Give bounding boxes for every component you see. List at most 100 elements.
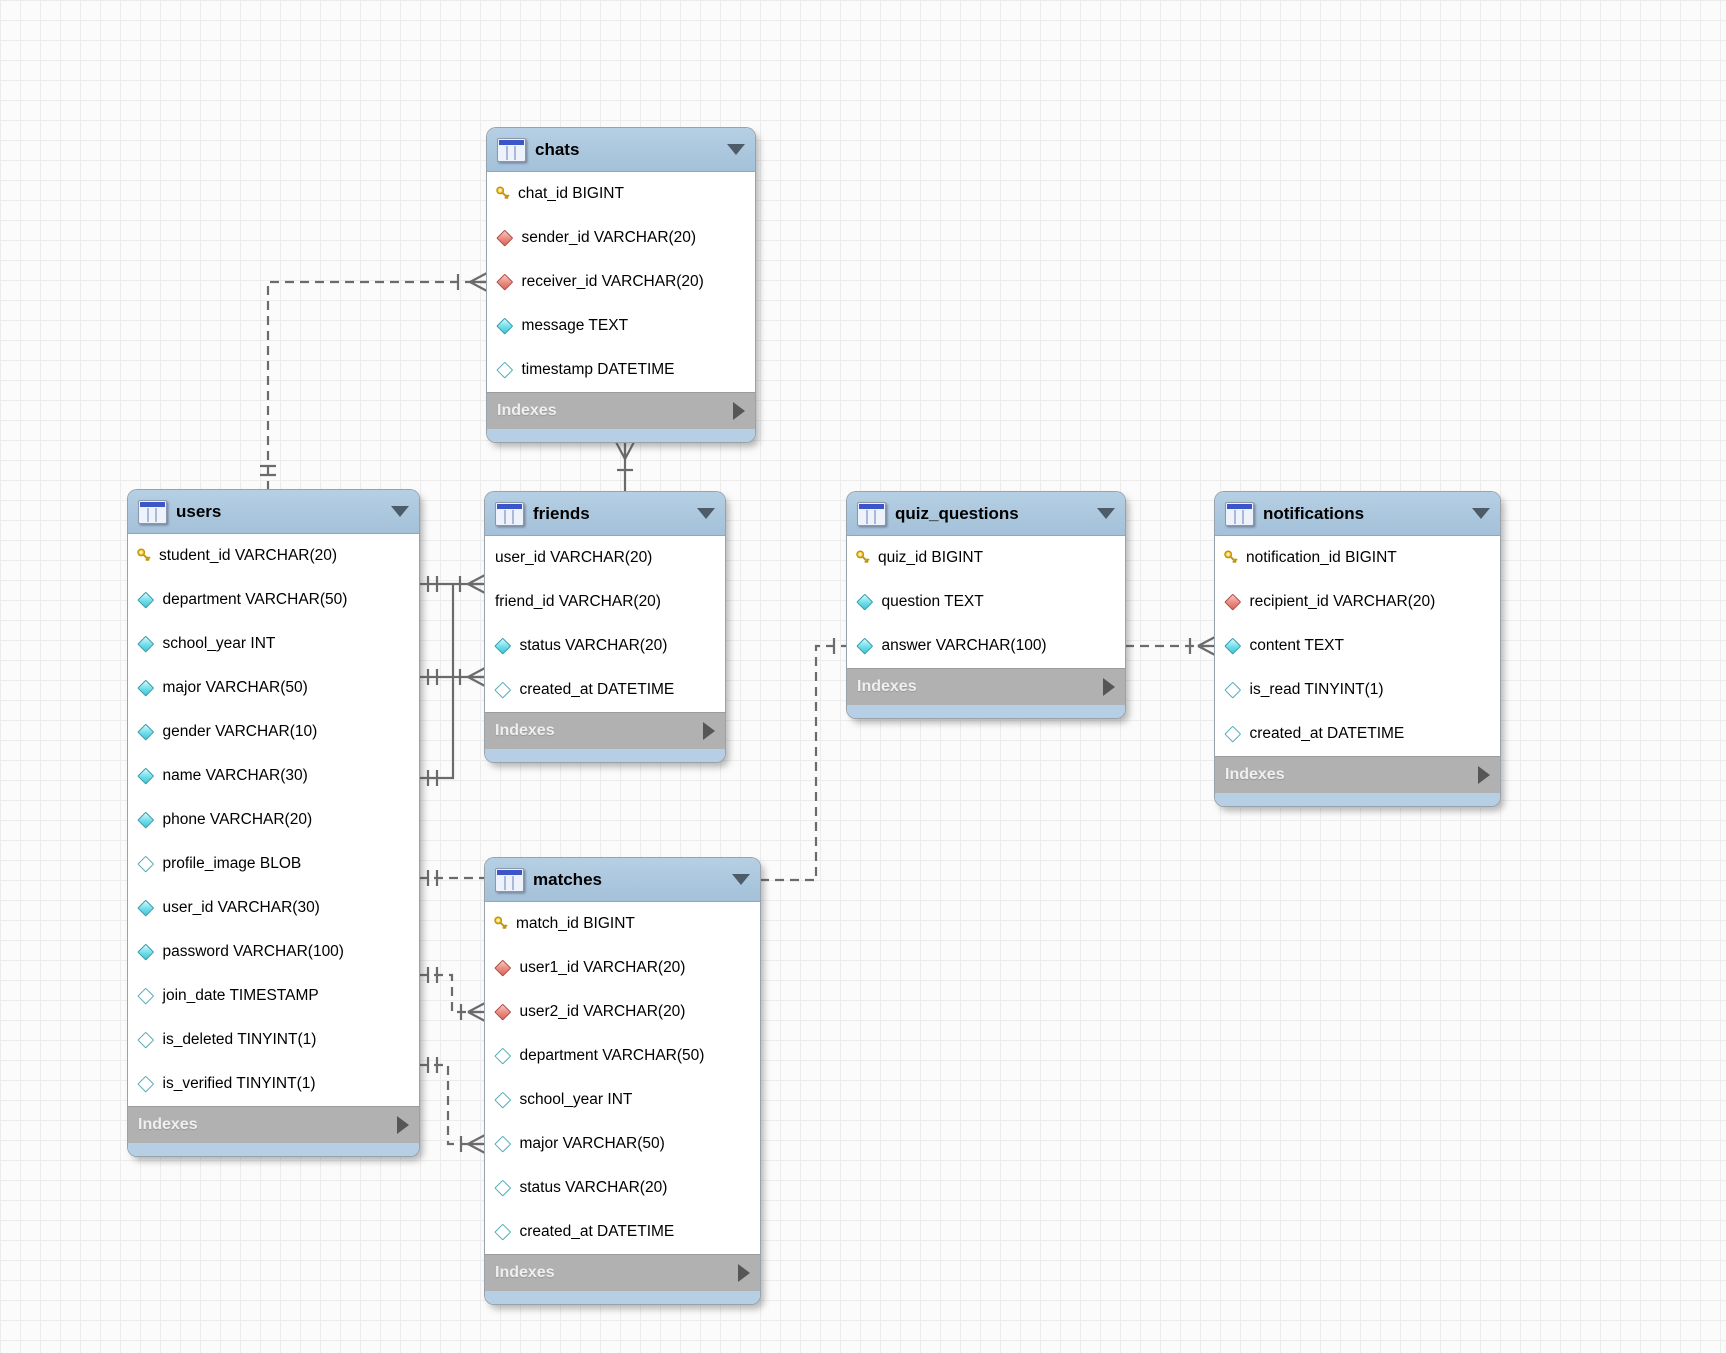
column-row-is_read[interactable]: is_read TINYINT(1)	[1215, 668, 1500, 712]
nullable-column-diamond-icon	[496, 361, 513, 379]
collapse-arrow-icon[interactable]	[1472, 508, 1490, 519]
table-header-quiz_questions[interactable]: quiz_questions	[847, 492, 1125, 536]
indexes-label: Indexes	[497, 402, 557, 419]
relationship-matches-quiz[interactable]	[760, 638, 847, 882]
column-row-major[interactable]: major VARCHAR(50)	[128, 666, 419, 710]
table-matches[interactable]: matches match_id BIGINT user1_id VARCHAR(2…	[485, 858, 760, 1304]
relationship-quiz-notifications[interactable]	[1125, 636, 1216, 656]
column-row-question[interactable]: question TEXT	[847, 580, 1125, 624]
expand-arrow-icon[interactable]	[397, 1116, 409, 1134]
collapse-arrow-icon[interactable]	[727, 144, 745, 155]
indexes-label: Indexes	[495, 722, 555, 739]
column-label: profile_image BLOB	[162, 855, 302, 872]
expand-arrow-icon[interactable]	[1103, 678, 1115, 696]
column-row-created_at[interactable]: created_at DATETIME	[485, 668, 725, 712]
column-label: school_year INT	[162, 635, 276, 652]
relationship-users-matches-major[interactable]	[419, 1057, 486, 1154]
relationship-users-bus[interactable]	[419, 584, 455, 786]
column-row-recipient_id[interactable]: recipient_id VARCHAR(20)	[1215, 580, 1500, 624]
collapse-arrow-icon[interactable]	[697, 508, 715, 519]
column-row-created_at[interactable]: created_at DATETIME	[1215, 712, 1500, 756]
column-row-sender_id[interactable]: sender_id VARCHAR(20)	[487, 216, 755, 260]
primary-key-icon	[1223, 550, 1239, 566]
indexes-bar[interactable]: Indexes	[485, 712, 725, 749]
column-row-chat_id[interactable]: chat_id BIGINT	[487, 172, 755, 216]
column-row-user_id[interactable]: user_id VARCHAR(30)	[128, 886, 419, 930]
column-row-notification_id[interactable]: notification_id BIGINT	[1215, 536, 1500, 580]
column-label: chat_id BIGINT	[518, 185, 624, 202]
column-row-school_year[interactable]: school_year INT	[128, 622, 419, 666]
relationship-chats-friends[interactable]	[615, 441, 635, 492]
indexes-bar[interactable]: Indexes	[487, 392, 755, 429]
column-row-answer[interactable]: answer VARCHAR(100)	[847, 624, 1125, 668]
column-row-phone[interactable]: phone VARCHAR(20)	[128, 798, 419, 842]
column-row-student_id[interactable]: student_id VARCHAR(20)	[128, 534, 419, 578]
expand-arrow-icon[interactable]	[703, 722, 715, 740]
table-icon	[495, 501, 524, 526]
column-label: gender VARCHAR(10)	[162, 723, 318, 740]
column-row-name[interactable]: name VARCHAR(30)	[128, 754, 419, 798]
notnull-column-diamond-icon	[137, 635, 154, 653]
column-label: match_id BIGINT	[516, 915, 635, 932]
table-header-notifications[interactable]: notifications	[1215, 492, 1500, 536]
notnull-column-diamond-icon	[856, 593, 873, 611]
relationship-users-matches-title[interactable]	[419, 870, 485, 886]
column-row-user1_id[interactable]: user1_id VARCHAR(20)	[485, 946, 760, 990]
column-row-content[interactable]: content TEXT	[1215, 624, 1500, 668]
column-row-department[interactable]: department VARCHAR(50)	[485, 1034, 760, 1078]
column-row-is_deleted[interactable]: is_deleted TINYINT(1)	[128, 1018, 419, 1062]
column-row-quiz_id[interactable]: quiz_id BIGINT	[847, 536, 1125, 580]
table-header-friends[interactable]: friends	[485, 492, 725, 536]
column-row-major[interactable]: major VARCHAR(50)	[485, 1122, 760, 1166]
table-icon	[495, 867, 524, 892]
column-label: user_id VARCHAR(30)	[162, 899, 320, 916]
nullable-column-diamond-icon	[494, 1223, 511, 1241]
notnull-column-diamond-icon	[137, 679, 154, 697]
column-label: recipient_id VARCHAR(20)	[1249, 593, 1436, 610]
column-row-password[interactable]: password VARCHAR(100)	[128, 930, 419, 974]
relationship-users-chats[interactable]	[260, 272, 488, 490]
relationship-users-matches-user2[interactable]	[419, 967, 486, 1022]
column-row-department[interactable]: department VARCHAR(50)	[128, 578, 419, 622]
column-row-join_date[interactable]: join_date TIMESTAMP	[128, 974, 419, 1018]
column-label: message TEXT	[521, 317, 629, 334]
indexes-bar[interactable]: Indexes	[847, 668, 1125, 705]
expand-arrow-icon[interactable]	[738, 1264, 750, 1282]
column-row-status[interactable]: status VARCHAR(20)	[485, 1166, 760, 1210]
table-header-chats[interactable]: chats	[487, 128, 755, 172]
indexes-bar[interactable]: Indexes	[485, 1254, 760, 1291]
collapse-arrow-icon[interactable]	[1097, 508, 1115, 519]
column-row-message[interactable]: message TEXT	[487, 304, 755, 348]
column-row-friend_id[interactable]: friend_id VARCHAR(20)	[485, 580, 725, 624]
column-row-user_id[interactable]: user_id VARCHAR(20)	[485, 536, 725, 580]
table-header-users[interactable]: users	[128, 490, 419, 534]
table-header-matches[interactable]: matches	[485, 858, 760, 902]
column-label: user1_id VARCHAR(20)	[519, 959, 686, 976]
nullable-column-diamond-icon	[1224, 681, 1241, 699]
table-chats[interactable]: chats chat_id BIGINT sender_id VARCHAR(20)…	[487, 128, 755, 442]
nullable-column-diamond-icon	[494, 1135, 511, 1153]
column-row-created_at[interactable]: created_at DATETIME	[485, 1210, 760, 1254]
column-row-status[interactable]: status VARCHAR(20)	[485, 624, 725, 668]
column-row-receiver_id[interactable]: receiver_id VARCHAR(20)	[487, 260, 755, 304]
column-row-user2_id[interactable]: user2_id VARCHAR(20)	[485, 990, 760, 1034]
column-label: created_at DATETIME	[519, 681, 675, 698]
expand-arrow-icon[interactable]	[733, 402, 745, 420]
column-row-is_verified[interactable]: is_verified TINYINT(1)	[128, 1062, 419, 1106]
nullable-column-diamond-icon	[494, 1179, 511, 1197]
primary-key-icon	[493, 916, 509, 932]
indexes-bar[interactable]: Indexes	[1215, 756, 1500, 793]
column-row-timestamp[interactable]: timestamp DATETIME	[487, 348, 755, 392]
column-row-gender[interactable]: gender VARCHAR(10)	[128, 710, 419, 754]
column-row-match_id[interactable]: match_id BIGINT	[485, 902, 760, 946]
column-row-profile_image[interactable]: profile_image BLOB	[128, 842, 419, 886]
collapse-arrow-icon[interactable]	[391, 506, 409, 517]
collapse-arrow-icon[interactable]	[732, 874, 750, 885]
column-row-school_year[interactable]: school_year INT	[485, 1078, 760, 1122]
expand-arrow-icon[interactable]	[1478, 766, 1490, 784]
indexes-bar[interactable]: Indexes	[128, 1106, 419, 1143]
